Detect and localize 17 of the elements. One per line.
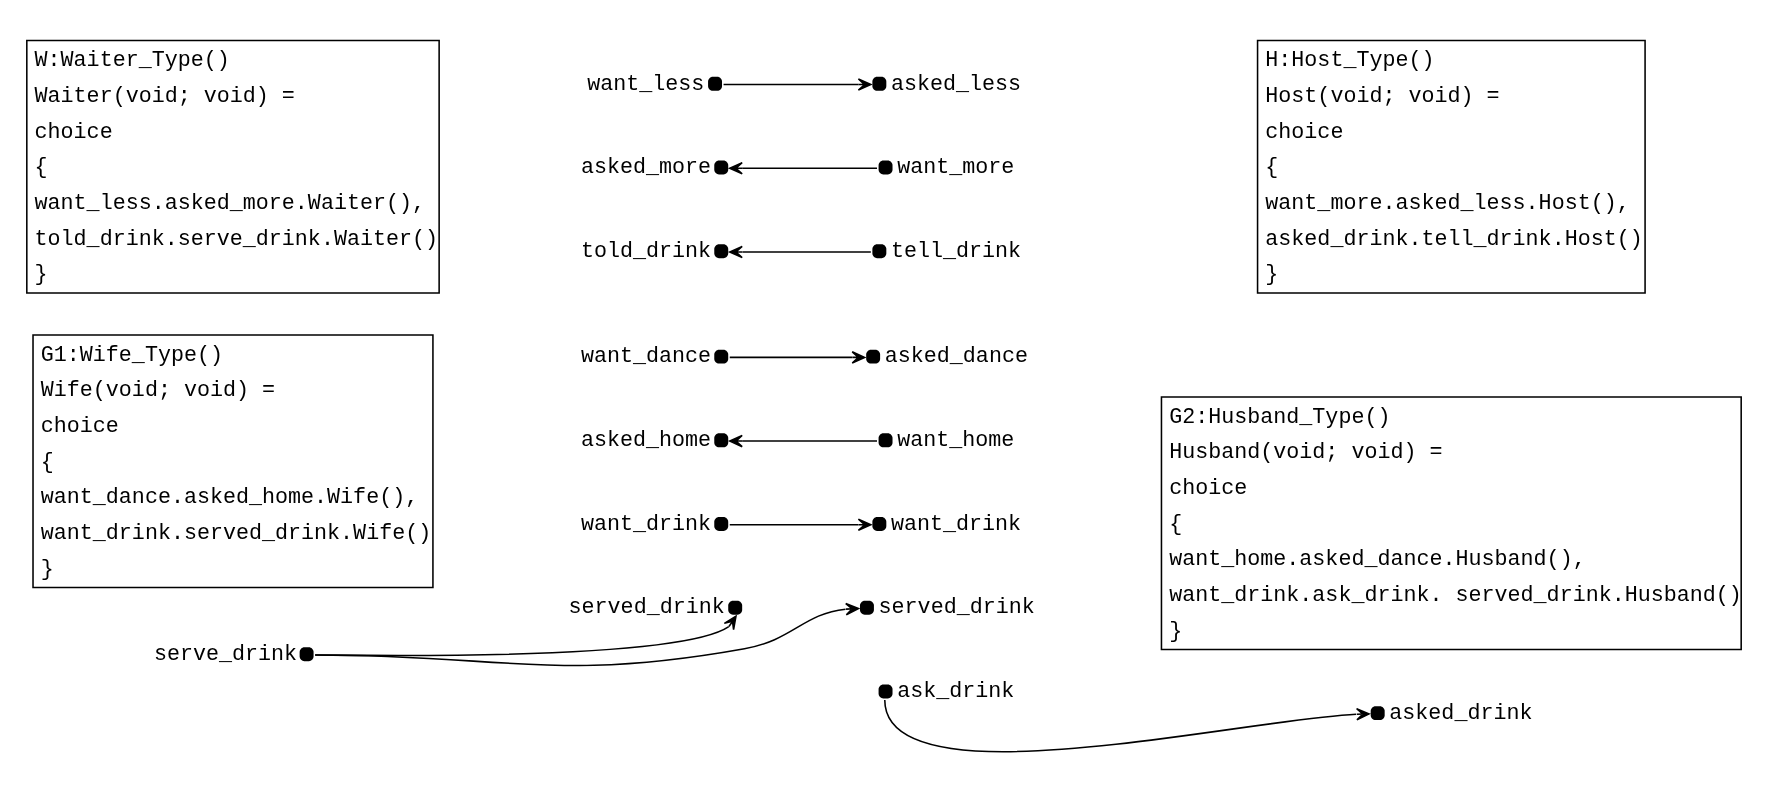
node-label: tell_drink — [890, 238, 1022, 264]
node-label: served_drink — [878, 595, 1035, 621]
node-label: asked_dance — [884, 344, 1028, 370]
node-label: asked_less — [890, 71, 1022, 97]
node-label: asked_home — [580, 428, 712, 454]
node-label: ask_drink — [897, 679, 1015, 705]
node-label: want_home — [897, 428, 1015, 454]
node-label: told_drink — [580, 238, 712, 264]
node-label: want_drink — [890, 511, 1022, 537]
node-label: want_less — [587, 71, 705, 97]
node-label: want_drink — [580, 511, 712, 537]
node-label: serve_drink — [153, 641, 298, 667]
node-label: asked_more — [580, 155, 712, 181]
node-label: want_more — [897, 155, 1015, 181]
node-label: want_dance — [580, 344, 712, 370]
node-label: asked_drink — [1389, 700, 1533, 726]
node-label: served_drink — [568, 595, 725, 621]
